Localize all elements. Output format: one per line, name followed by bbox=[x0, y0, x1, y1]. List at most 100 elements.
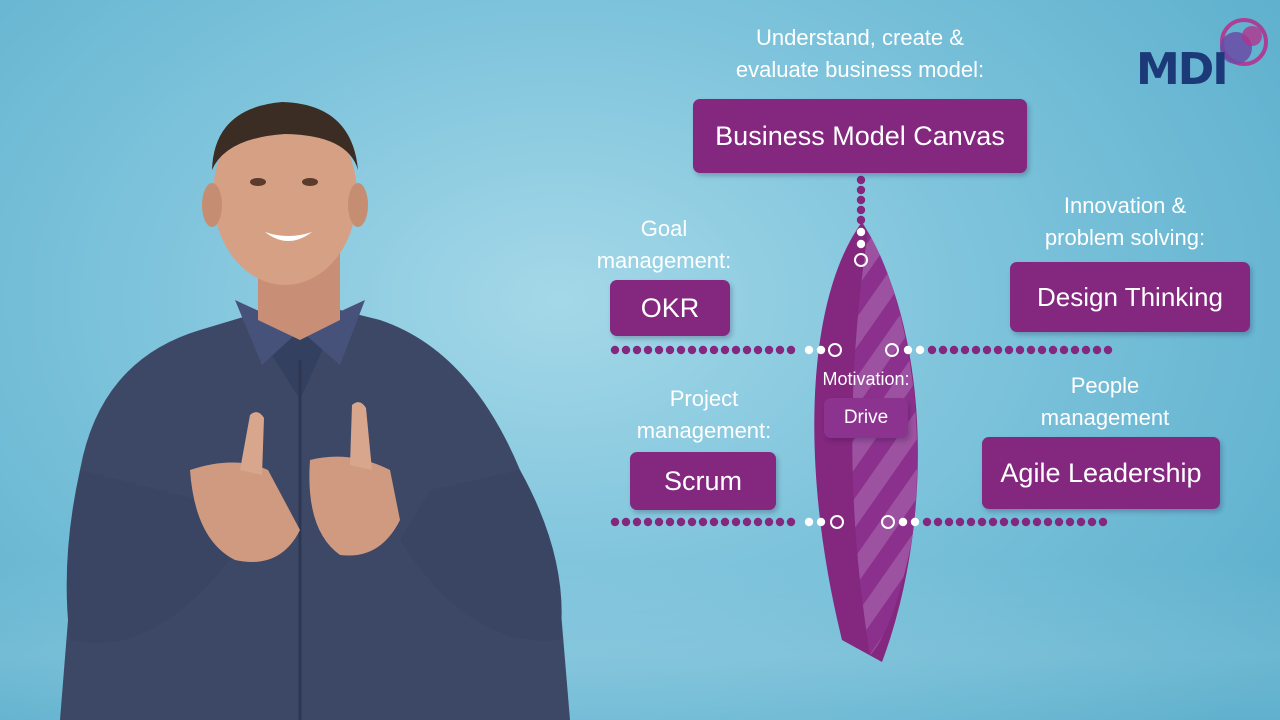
connector-dot bbox=[982, 345, 992, 355]
connector-dot bbox=[816, 345, 826, 355]
connector-dots bbox=[610, 175, 1113, 529]
connector-dot bbox=[915, 345, 925, 355]
connector-dot bbox=[775, 517, 785, 527]
connector-dot bbox=[910, 517, 920, 527]
connector-dot bbox=[1004, 345, 1014, 355]
connector-dot bbox=[621, 345, 631, 355]
connector-dot bbox=[687, 345, 697, 355]
connector-dot bbox=[753, 517, 763, 527]
connector-dot bbox=[816, 517, 826, 527]
connector-dot bbox=[1026, 345, 1036, 355]
connector-dot bbox=[1065, 517, 1075, 527]
connector-dot bbox=[881, 515, 895, 529]
connector-dot bbox=[709, 517, 719, 527]
connector-dot bbox=[944, 517, 954, 527]
connector-dot bbox=[1070, 345, 1080, 355]
connector-dot bbox=[764, 517, 774, 527]
connector-dot bbox=[786, 345, 796, 355]
mdi-logo: MDI bbox=[1130, 12, 1270, 102]
connector-dot bbox=[1059, 345, 1069, 355]
connector-dot bbox=[654, 517, 664, 527]
bmc-box: Business Model Canvas bbox=[693, 99, 1027, 173]
connector-dot bbox=[687, 517, 697, 527]
connector-dot bbox=[1103, 345, 1113, 355]
connector-dot bbox=[610, 517, 620, 527]
connector-dot bbox=[1010, 517, 1020, 527]
connector-dot bbox=[1076, 517, 1086, 527]
connector-dot bbox=[753, 345, 763, 355]
connector-dot bbox=[856, 195, 866, 205]
okr-label: Goal management: bbox=[596, 216, 732, 273]
connector-dot bbox=[643, 517, 653, 527]
connector-dot bbox=[1037, 345, 1047, 355]
connector-dot bbox=[632, 517, 642, 527]
connector-dot bbox=[610, 345, 620, 355]
connector-dot bbox=[731, 517, 741, 527]
logo-mark-icon bbox=[1220, 18, 1268, 66]
connector-dot bbox=[971, 345, 981, 355]
surfboard-stripes bbox=[852, 232, 918, 655]
connector-dot bbox=[949, 345, 959, 355]
connector-dot bbox=[933, 517, 943, 527]
connector-dot bbox=[856, 227, 866, 237]
connector-dot bbox=[898, 517, 908, 527]
connector-dot bbox=[698, 345, 708, 355]
connector-dot bbox=[621, 517, 631, 527]
leadership-label: People management bbox=[1040, 373, 1170, 430]
connector-dot bbox=[698, 517, 708, 527]
connector-dot bbox=[654, 345, 664, 355]
connector-dot bbox=[856, 185, 866, 195]
connector-dot bbox=[731, 345, 741, 355]
connector-dot bbox=[955, 517, 965, 527]
scrum-box: Scrum bbox=[630, 452, 776, 510]
connector-dot bbox=[804, 517, 814, 527]
bmc-label: Understand, create & evaluate business m… bbox=[735, 25, 985, 82]
okr-box: OKR bbox=[610, 280, 730, 336]
connector-dot bbox=[665, 345, 675, 355]
connector-dot bbox=[922, 517, 932, 527]
leadership-box: Agile Leadership bbox=[982, 437, 1220, 509]
connector-dot bbox=[1054, 517, 1064, 527]
center-label: Motivation: bbox=[822, 369, 910, 389]
connector-dot bbox=[720, 517, 730, 527]
connector-dot bbox=[1015, 345, 1025, 355]
connector-dot bbox=[643, 345, 653, 355]
connector-dot bbox=[1032, 517, 1042, 527]
connector-dot bbox=[1098, 517, 1108, 527]
drive-box: Drive bbox=[824, 398, 908, 438]
scrum-label: Project management: bbox=[636, 386, 772, 443]
connector-dot bbox=[720, 345, 730, 355]
connector-dot bbox=[856, 239, 866, 249]
connector-dot bbox=[775, 345, 785, 355]
connector-dot bbox=[927, 345, 937, 355]
connector-dot bbox=[999, 517, 1009, 527]
connector-dot bbox=[1043, 517, 1053, 527]
connector-dot bbox=[988, 517, 998, 527]
connector-dot bbox=[993, 345, 1003, 355]
connector-dot bbox=[676, 345, 686, 355]
connector-dot bbox=[709, 345, 719, 355]
connector-dot bbox=[764, 345, 774, 355]
connector-dot bbox=[742, 517, 752, 527]
connector-dot bbox=[828, 343, 842, 357]
connector-dot bbox=[665, 517, 675, 527]
connector-dot bbox=[903, 345, 913, 355]
connector-dot bbox=[966, 517, 976, 527]
design-label: Innovation & problem solving: bbox=[1044, 193, 1206, 250]
connector-dot bbox=[742, 345, 752, 355]
connector-dot bbox=[856, 175, 866, 185]
connector-dot bbox=[854, 253, 868, 267]
connector-dot bbox=[856, 215, 866, 225]
design-box: Design Thinking bbox=[1010, 262, 1250, 332]
connector-dot bbox=[1021, 517, 1031, 527]
connector-dot bbox=[885, 343, 899, 357]
connector-dot bbox=[1048, 345, 1058, 355]
connector-dot bbox=[856, 205, 866, 215]
connector-dot bbox=[938, 345, 948, 355]
connector-dot bbox=[676, 517, 686, 527]
logo-text: MDI bbox=[1136, 44, 1229, 95]
connector-dot bbox=[1092, 345, 1102, 355]
connector-dot bbox=[960, 345, 970, 355]
